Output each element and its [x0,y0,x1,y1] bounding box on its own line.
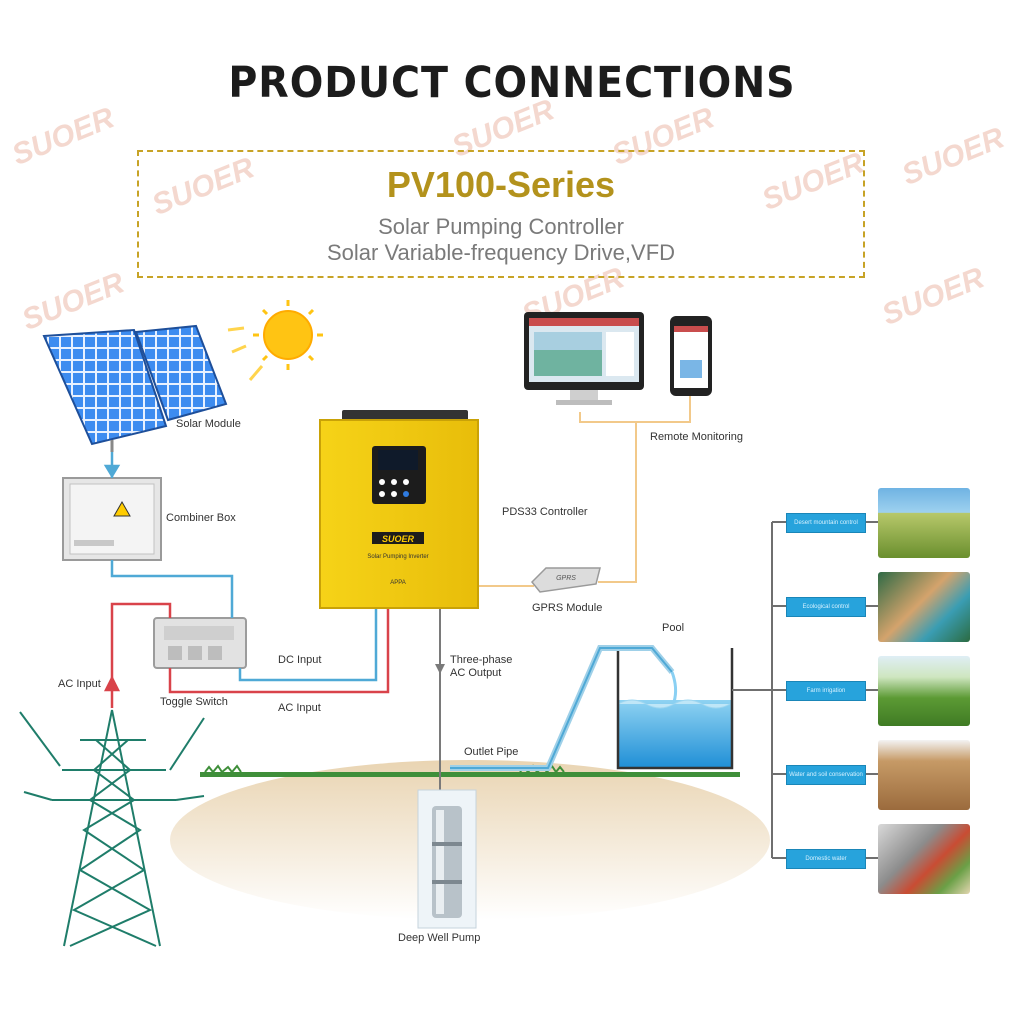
soil-conservation-photo [878,740,970,810]
deep-well-pump-icon [417,789,477,929]
application-label: Water and soil conservation [786,765,866,785]
ac-input-left-label: AC Input [58,678,101,690]
gprs-module-icon: GPRS [530,567,601,593]
desert-mountain-photo [878,488,970,558]
toggle-switch-icon [153,617,247,669]
inverter-model: APPA [390,580,406,586]
signal-wire [478,396,691,587]
toggle-switch-label: Toggle Switch [160,696,228,708]
series-description-1: Solar Pumping Controller [378,214,624,239]
application-tree-lines [732,521,878,859]
three-phase-label: Three-phase [450,654,513,666]
solar-module-icon [42,324,228,452]
solar-module-label: Solar Module [176,418,241,430]
monitor-icon [524,312,644,405]
deep-well-pump-label: Deep Well Pump [398,932,481,944]
pool-label: Pool [662,622,685,634]
outlet-pipe [450,645,678,771]
application-label: Ecological control [786,597,866,617]
pool-tank [616,648,734,770]
series-frame [137,150,865,278]
inverter-brand: SUOER [382,534,415,544]
ac-wire [103,602,390,708]
combiner-box-icon [62,477,162,561]
sun-icon [227,300,323,381]
dc-input-label: DC Input [278,654,322,666]
inverter-subtitle: Solar Pumping Inverter [367,554,428,560]
ecological-photo [878,572,970,642]
application-label: Farm irrigation [786,681,866,701]
gprs-module-label: GPRS Module [532,602,603,614]
series-name: PV100-Series [386,164,616,205]
combiner-box-label: Combiner Box [166,512,236,524]
dc-wire [103,452,378,682]
outlet-pipe-label: Outlet Pipe [464,746,519,758]
farm-irrigation-photo [878,656,970,726]
gprs-device-text: GPRS [556,575,576,582]
series-description-2: Solar Variable-frequency Drive,VFD [326,240,676,265]
controller-label: PDS33 Controller [502,506,588,518]
phone-icon [670,316,712,396]
application-label: Desert mountain control [786,513,866,533]
ac-output-label: AC Output [450,667,502,679]
ac-input-bottom-label: AC Input [278,702,321,714]
remote-monitoring-label: Remote Monitoring [650,431,743,443]
power-tower-icon [19,709,205,947]
solar-pumping-inverter: SUOER Solar Pumping Inverter APPA [319,410,479,609]
domestic-water-photo [878,824,970,894]
page-title: PRODUCT CONNECTIONS [228,58,796,108]
ac-output-wire [435,608,445,808]
application-label: Domestic water [786,849,866,869]
